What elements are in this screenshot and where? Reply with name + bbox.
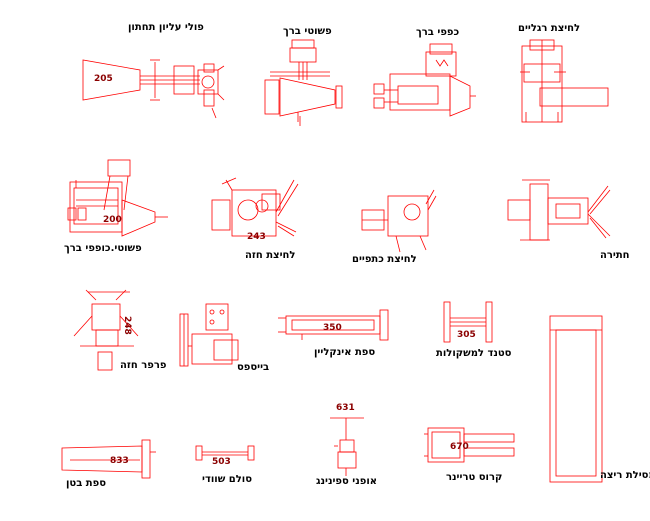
combo-leg-drawing <box>67 159 168 237</box>
chest-press-drawing <box>211 177 299 237</box>
rowing-label: חתירה <box>600 250 630 261</box>
pec-fly-label: פרפר חזה <box>120 360 167 371</box>
treadmill-drawing <box>549 315 603 483</box>
leg-curl-drawing <box>373 43 476 117</box>
weight-rack-number: 305 <box>457 330 476 340</box>
pec-fly-number: 248 <box>122 316 132 335</box>
abs-bench-number: 833 <box>110 456 129 466</box>
biceps-label: בייספס <box>237 362 270 373</box>
pulley-machine-drawing <box>82 59 225 119</box>
pulley-label: פולי עליון תחתון <box>128 22 204 33</box>
chest-press-number: 243 <box>247 232 266 242</box>
leg-extension-drawing <box>264 39 343 126</box>
wall-bars-label: סולם שוודי <box>202 474 252 485</box>
wall-bars-number: 503 <box>212 457 231 467</box>
spinning-bike-drawing <box>330 417 364 476</box>
incline-bench-label: ספת אינקליין <box>314 347 376 358</box>
cross-trainer-drawing <box>424 427 515 463</box>
cross-trainer-label: קרוס טריינר <box>446 472 503 483</box>
leg-press-drawing <box>520 39 609 123</box>
combo-leg-label: פשוטי.כופפי ברך <box>64 243 142 254</box>
pulley-number: 205 <box>94 74 113 84</box>
spinning-bike-label: אופני ספינינג <box>316 476 378 487</box>
shoulder-press-label: לחיצת כתפיים <box>352 254 417 265</box>
spinning-bike-number: 631 <box>336 403 355 413</box>
leg-press-label: לחיצת רגליים <box>518 23 581 34</box>
abs-bench-drawing <box>61 439 156 479</box>
weight-rack-drawing <box>443 301 493 343</box>
shoulder-press-drawing <box>361 189 437 253</box>
abs-bench-label: ספת בטן <box>66 478 107 489</box>
biceps-machine-drawing <box>179 303 239 367</box>
weight-rack-label: סטנד למשקולות <box>436 348 512 359</box>
treadmill-label: מסילת ריצה <box>600 470 650 481</box>
chest-press-label: לחיצת חזה <box>245 250 296 261</box>
leg-curl-label: כפפי ברך <box>416 27 460 38</box>
pec-fly-drawing <box>73 289 139 371</box>
rowing-drawing <box>507 179 611 241</box>
incline-bench-number: 350 <box>323 323 342 333</box>
cross-trainer-number: 670 <box>450 442 469 452</box>
combo-leg-number: 200 <box>103 215 122 225</box>
wall-bars-drawing <box>195 445 255 461</box>
leg-extension-label: פשוטי ברך <box>283 26 332 37</box>
incline-bench-drawing <box>278 309 389 341</box>
